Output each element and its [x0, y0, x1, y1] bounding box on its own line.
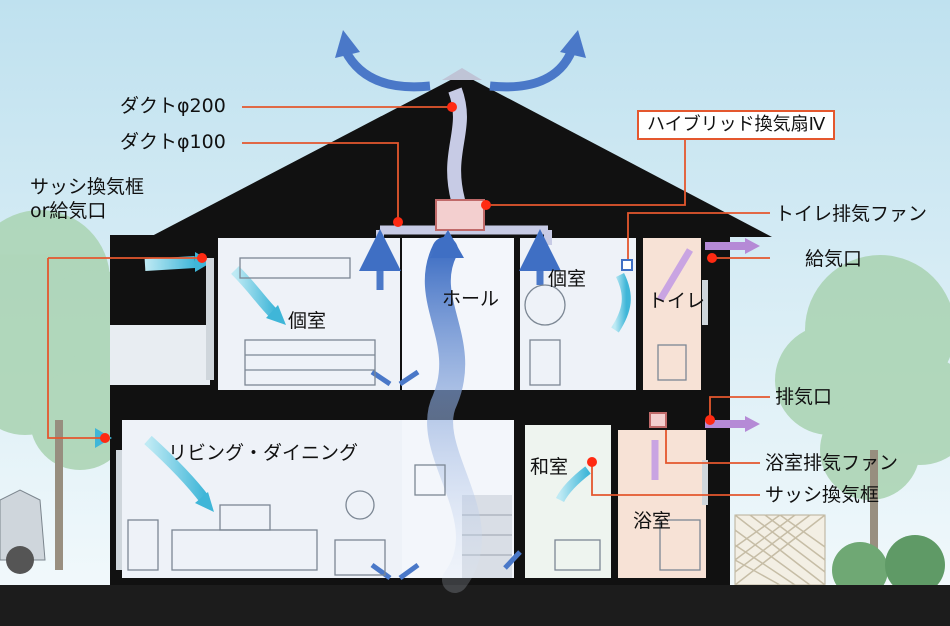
callout-dots	[100, 102, 717, 467]
airflow-roof-left	[340, 47, 431, 92]
airflow-main	[424, 237, 482, 593]
balcony	[110, 325, 210, 385]
hybrid-fan-unit	[435, 199, 485, 231]
label-exhaust-port: 排気口	[775, 386, 833, 408]
room-japanese	[525, 425, 611, 578]
label-or-supply-port: or給気口	[30, 200, 107, 222]
fresh-air-upper	[144, 256, 196, 271]
room-label-bathroom: 浴室	[633, 510, 672, 532]
room-label-private-right: 個室	[548, 268, 587, 290]
airflow-roof-right	[489, 48, 577, 92]
floor-slab	[110, 390, 730, 420]
room-toilet	[643, 238, 701, 390]
ground	[0, 585, 950, 626]
furniture	[127, 257, 701, 576]
room-label-toilet: トイレ	[648, 290, 706, 312]
room-label-hall: ホール	[442, 288, 500, 310]
room-label-japanese: 和室	[530, 456, 569, 478]
label-duct-200: ダクトφ200	[120, 95, 226, 117]
label-sash-frame-bottom: サッシ換気框	[765, 484, 880, 506]
tree-right	[775, 255, 950, 580]
callout-lines	[47, 106, 770, 496]
label-duct-100: ダクトφ100	[120, 131, 226, 153]
duct-main	[447, 87, 467, 225]
label-bath-exhaust-fan: 浴室排気ファン	[765, 452, 899, 474]
label-sash-frame-top: サッシ換気框	[30, 176, 145, 198]
room-bathroom	[618, 430, 706, 578]
room-label-private-left: 個室	[288, 310, 327, 332]
room-label-living-dining: リビング・ダイニング	[168, 442, 359, 464]
label-toilet-exhaust-fan: トイレ排気ファン	[775, 203, 928, 225]
car	[0, 489, 46, 574]
fence	[734, 514, 945, 598]
label-hybrid-fan: ハイブリッド換気扇Ⅳ	[637, 110, 836, 140]
roof-cap	[442, 68, 482, 80]
label-supply-port: 給気口	[805, 248, 863, 270]
